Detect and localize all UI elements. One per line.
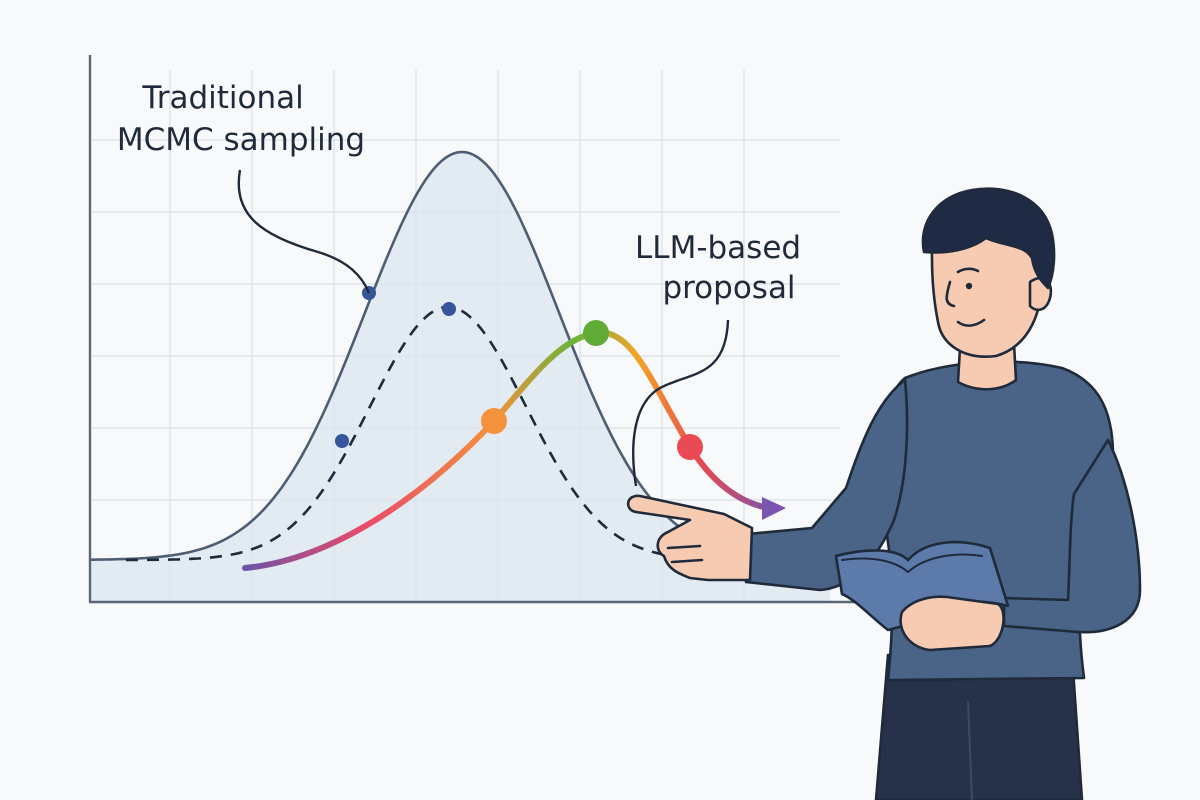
chart-axes	[88, 55, 860, 604]
person-pointing-icon	[626, 187, 1142, 800]
presenter-brow	[956, 267, 980, 274]
llm-label-line: proposal	[662, 270, 795, 306]
presenter-holding-hand	[899, 595, 1005, 652]
traditional-label-line: MCMC sampling	[117, 122, 365, 158]
book-pages	[841, 553, 983, 573]
hand-knuckles	[666, 544, 704, 564]
mcmc-sample-points	[335, 286, 456, 448]
llm-sample-point	[481, 408, 507, 434]
presenter-mouth	[956, 318, 986, 327]
presenter-holding-arm	[1002, 438, 1142, 634]
mcmc-sample-point	[442, 302, 456, 316]
presenter-pointing-hand	[626, 494, 754, 582]
llm-sample-points	[481, 320, 703, 460]
traditional-leader-line	[237, 169, 371, 294]
llm-proposal-curve	[242, 329, 771, 571]
presenter-eye	[965, 282, 973, 290]
mcmc-sample-point	[335, 434, 349, 448]
llm-proposal-label: LLM-based proposal	[635, 230, 811, 306]
pants-seam	[967, 701, 973, 800]
llm-label-line: LLM-based	[635, 230, 801, 266]
open-book-icon	[834, 540, 1010, 632]
mcmc-dashed-curve	[126, 305, 663, 562]
target-distribution-area	[90, 152, 830, 602]
llm-sample-point	[583, 320, 609, 346]
presenter-nose	[945, 280, 956, 308]
traditional-label-line: Traditional	[141, 80, 303, 116]
presenter-hair	[921, 187, 1056, 290]
llm-leader-line	[632, 319, 730, 487]
llm-sample-point	[677, 434, 703, 460]
arrow-head-icon	[762, 497, 786, 520]
traditional-mcmc-label: Traditional MCMC sampling	[117, 80, 365, 158]
